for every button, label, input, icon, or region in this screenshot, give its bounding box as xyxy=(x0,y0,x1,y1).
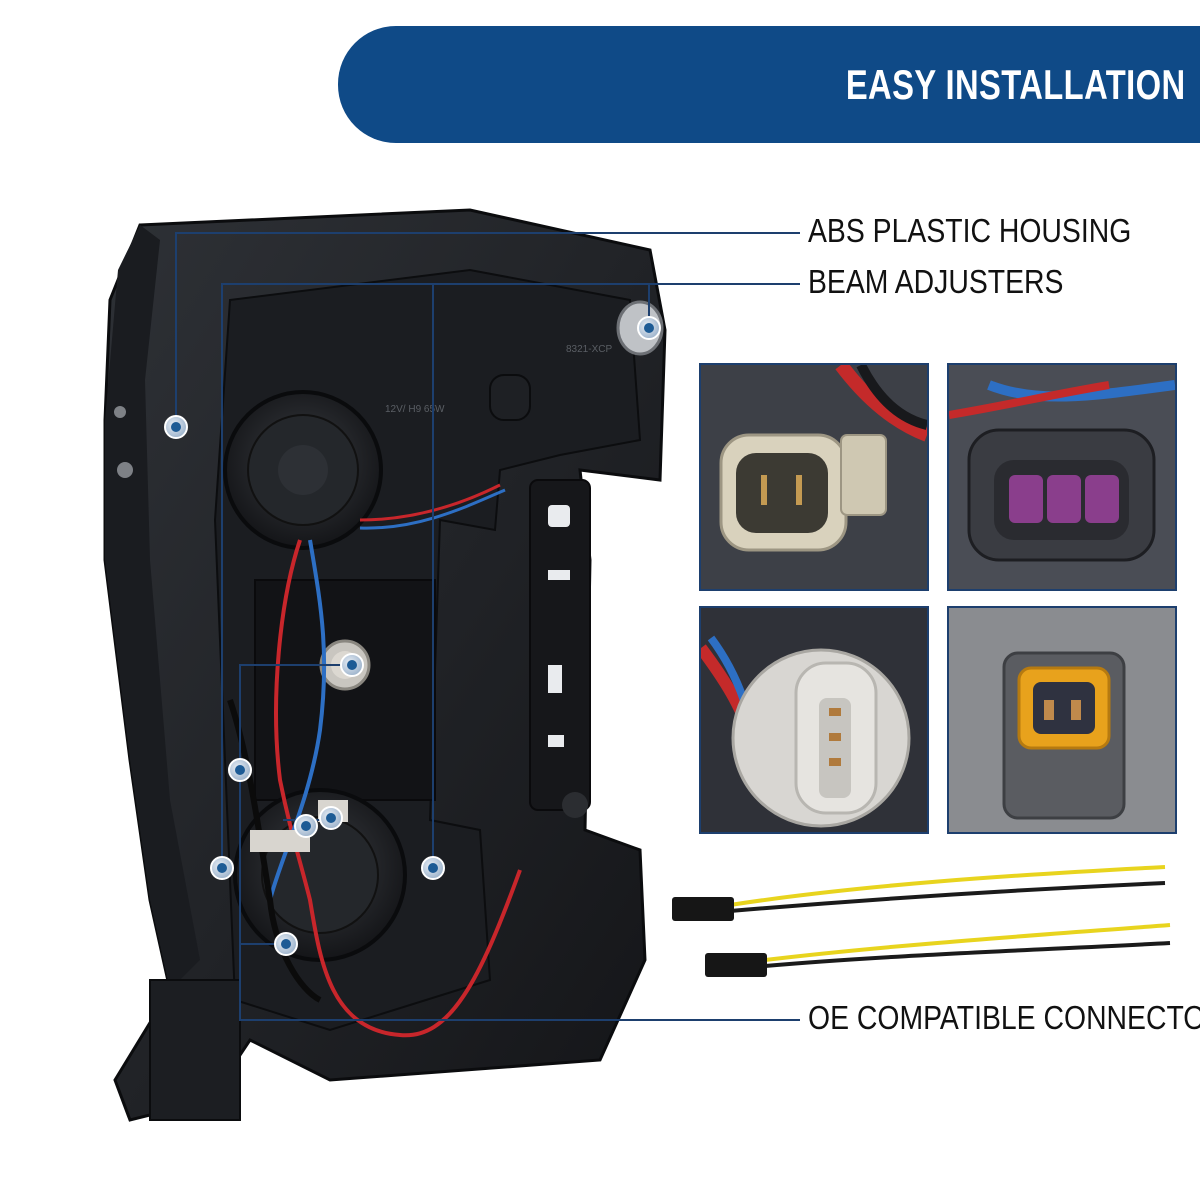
connector-photo-yellow xyxy=(947,606,1177,834)
marker-adjuster-left xyxy=(210,856,234,880)
marker-adjuster-right xyxy=(421,856,445,880)
part-code-text: 8321-XCP xyxy=(566,344,612,355)
marker-connector-3 xyxy=(294,814,318,838)
wire-blue-2 xyxy=(359,488,506,530)
marker-connector-2 xyxy=(228,758,252,782)
header-banner: EASY INSTALLATION xyxy=(338,26,1200,143)
marker-housing xyxy=(164,415,188,439)
wire-red-2 xyxy=(359,483,501,522)
connector-photo-purple xyxy=(947,363,1177,591)
page-title: EASY INSTALLATION xyxy=(846,61,1186,108)
connector-photo-white xyxy=(699,606,929,834)
marker-connector-1 xyxy=(340,653,364,677)
callout-beam-adjusters: BEAM ADJUSTERS xyxy=(808,263,1064,300)
wire-black xyxy=(227,699,322,1003)
callout-abs-housing: ABS PLASTIC HOUSING xyxy=(808,212,1132,249)
wire-blue xyxy=(268,539,327,901)
callout-markers xyxy=(164,316,661,956)
vent-cap xyxy=(489,374,531,421)
marker-connector-5 xyxy=(274,932,298,956)
marker-adjuster-top xyxy=(637,316,661,340)
bottom-bracket xyxy=(149,979,241,1121)
pigtail-2 xyxy=(705,923,1171,977)
connector-photo-beige xyxy=(699,363,929,591)
housing-rim xyxy=(105,225,200,990)
mounting-bracket xyxy=(529,479,591,811)
pigtail-1 xyxy=(672,865,1166,921)
callout-oe-connectors: OE COMPATIBLE CONNECTORS xyxy=(808,999,1200,1036)
pigtail-connectors xyxy=(672,865,1171,977)
bulb-spec-text: 12V/ H9 65W xyxy=(385,404,445,415)
marker-connector-4 xyxy=(319,806,343,830)
wire-red xyxy=(274,539,522,1038)
